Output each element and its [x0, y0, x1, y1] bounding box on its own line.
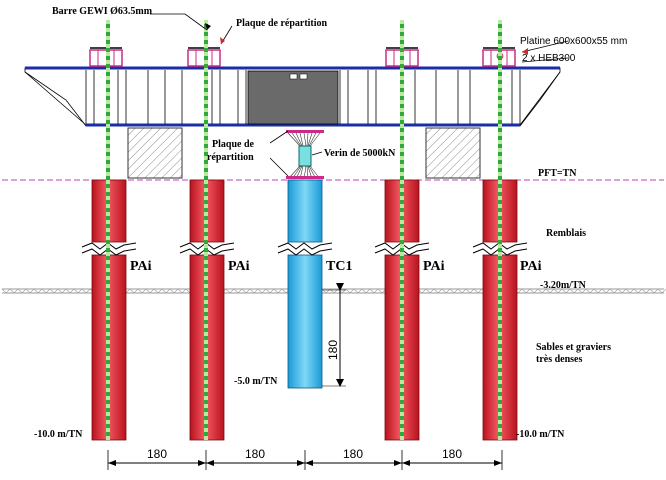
test-pile-length-dim: 180 [322, 283, 346, 387]
reaction-beam [24, 66, 561, 127]
gewi-bar-3 [400, 20, 404, 440]
spacing-1: 180 [147, 447, 167, 461]
spacing-2: 180 [245, 447, 265, 461]
jack-label: Verin de 5000kN [324, 148, 396, 159]
beams-label: 2 x HEB300 [522, 53, 576, 64]
gewi-bar-4 [498, 20, 502, 440]
gewi-bar-1 [106, 20, 110, 440]
spacing-dimension: 180 180 180 180 [107, 447, 503, 470]
leader-lines [150, 13, 569, 177]
pile-label-tc1: TC1 [326, 259, 352, 274]
gewi-bars [106, 20, 502, 440]
gewi-bar-2 [204, 20, 208, 440]
jack-icon [298, 145, 312, 167]
ground-level-label: -3.20m/TN [540, 280, 587, 291]
test-pile-toe-label: -5.0 m/TN [234, 376, 278, 387]
distribution-plate-mid-label-1: Plaque de [212, 139, 255, 150]
pile-label-pa4: PAi [520, 259, 542, 274]
spacing-4: 180 [442, 447, 462, 461]
jack-assembly [286, 130, 324, 180]
pile-label-pa3: PAi [423, 259, 445, 274]
pile-label-pa1: PAi [130, 259, 152, 274]
platform-level-label: PFT=TN [538, 168, 577, 179]
gewi-bar-label: Barre GEWI Ø63.5mm [52, 6, 153, 17]
base-plate-label: Platine 600x600x55 mm [520, 36, 627, 47]
soil-label-2: très denses [536, 354, 582, 365]
toe-left-label: -10.0 m/TN [34, 429, 83, 440]
test-pile [287, 179, 323, 389]
soil-label-1: Sables et graviers [536, 342, 611, 353]
toe-right-label: -10.0 m/TN [516, 429, 565, 440]
support-block-right [425, 127, 481, 179]
break-symbols [81, 242, 528, 256]
backfill-label: Remblais [546, 228, 586, 239]
support-block-left [127, 127, 183, 179]
distribution-plate-top-label: Plaque de répartition [236, 18, 328, 29]
pile-label-pa2: PAi [228, 259, 250, 274]
distribution-plate-mid-label-2: répartition [207, 152, 254, 163]
test-pile-length-label: 180 [326, 340, 340, 360]
spacing-3: 180 [343, 447, 363, 461]
top-plates [89, 47, 516, 67]
